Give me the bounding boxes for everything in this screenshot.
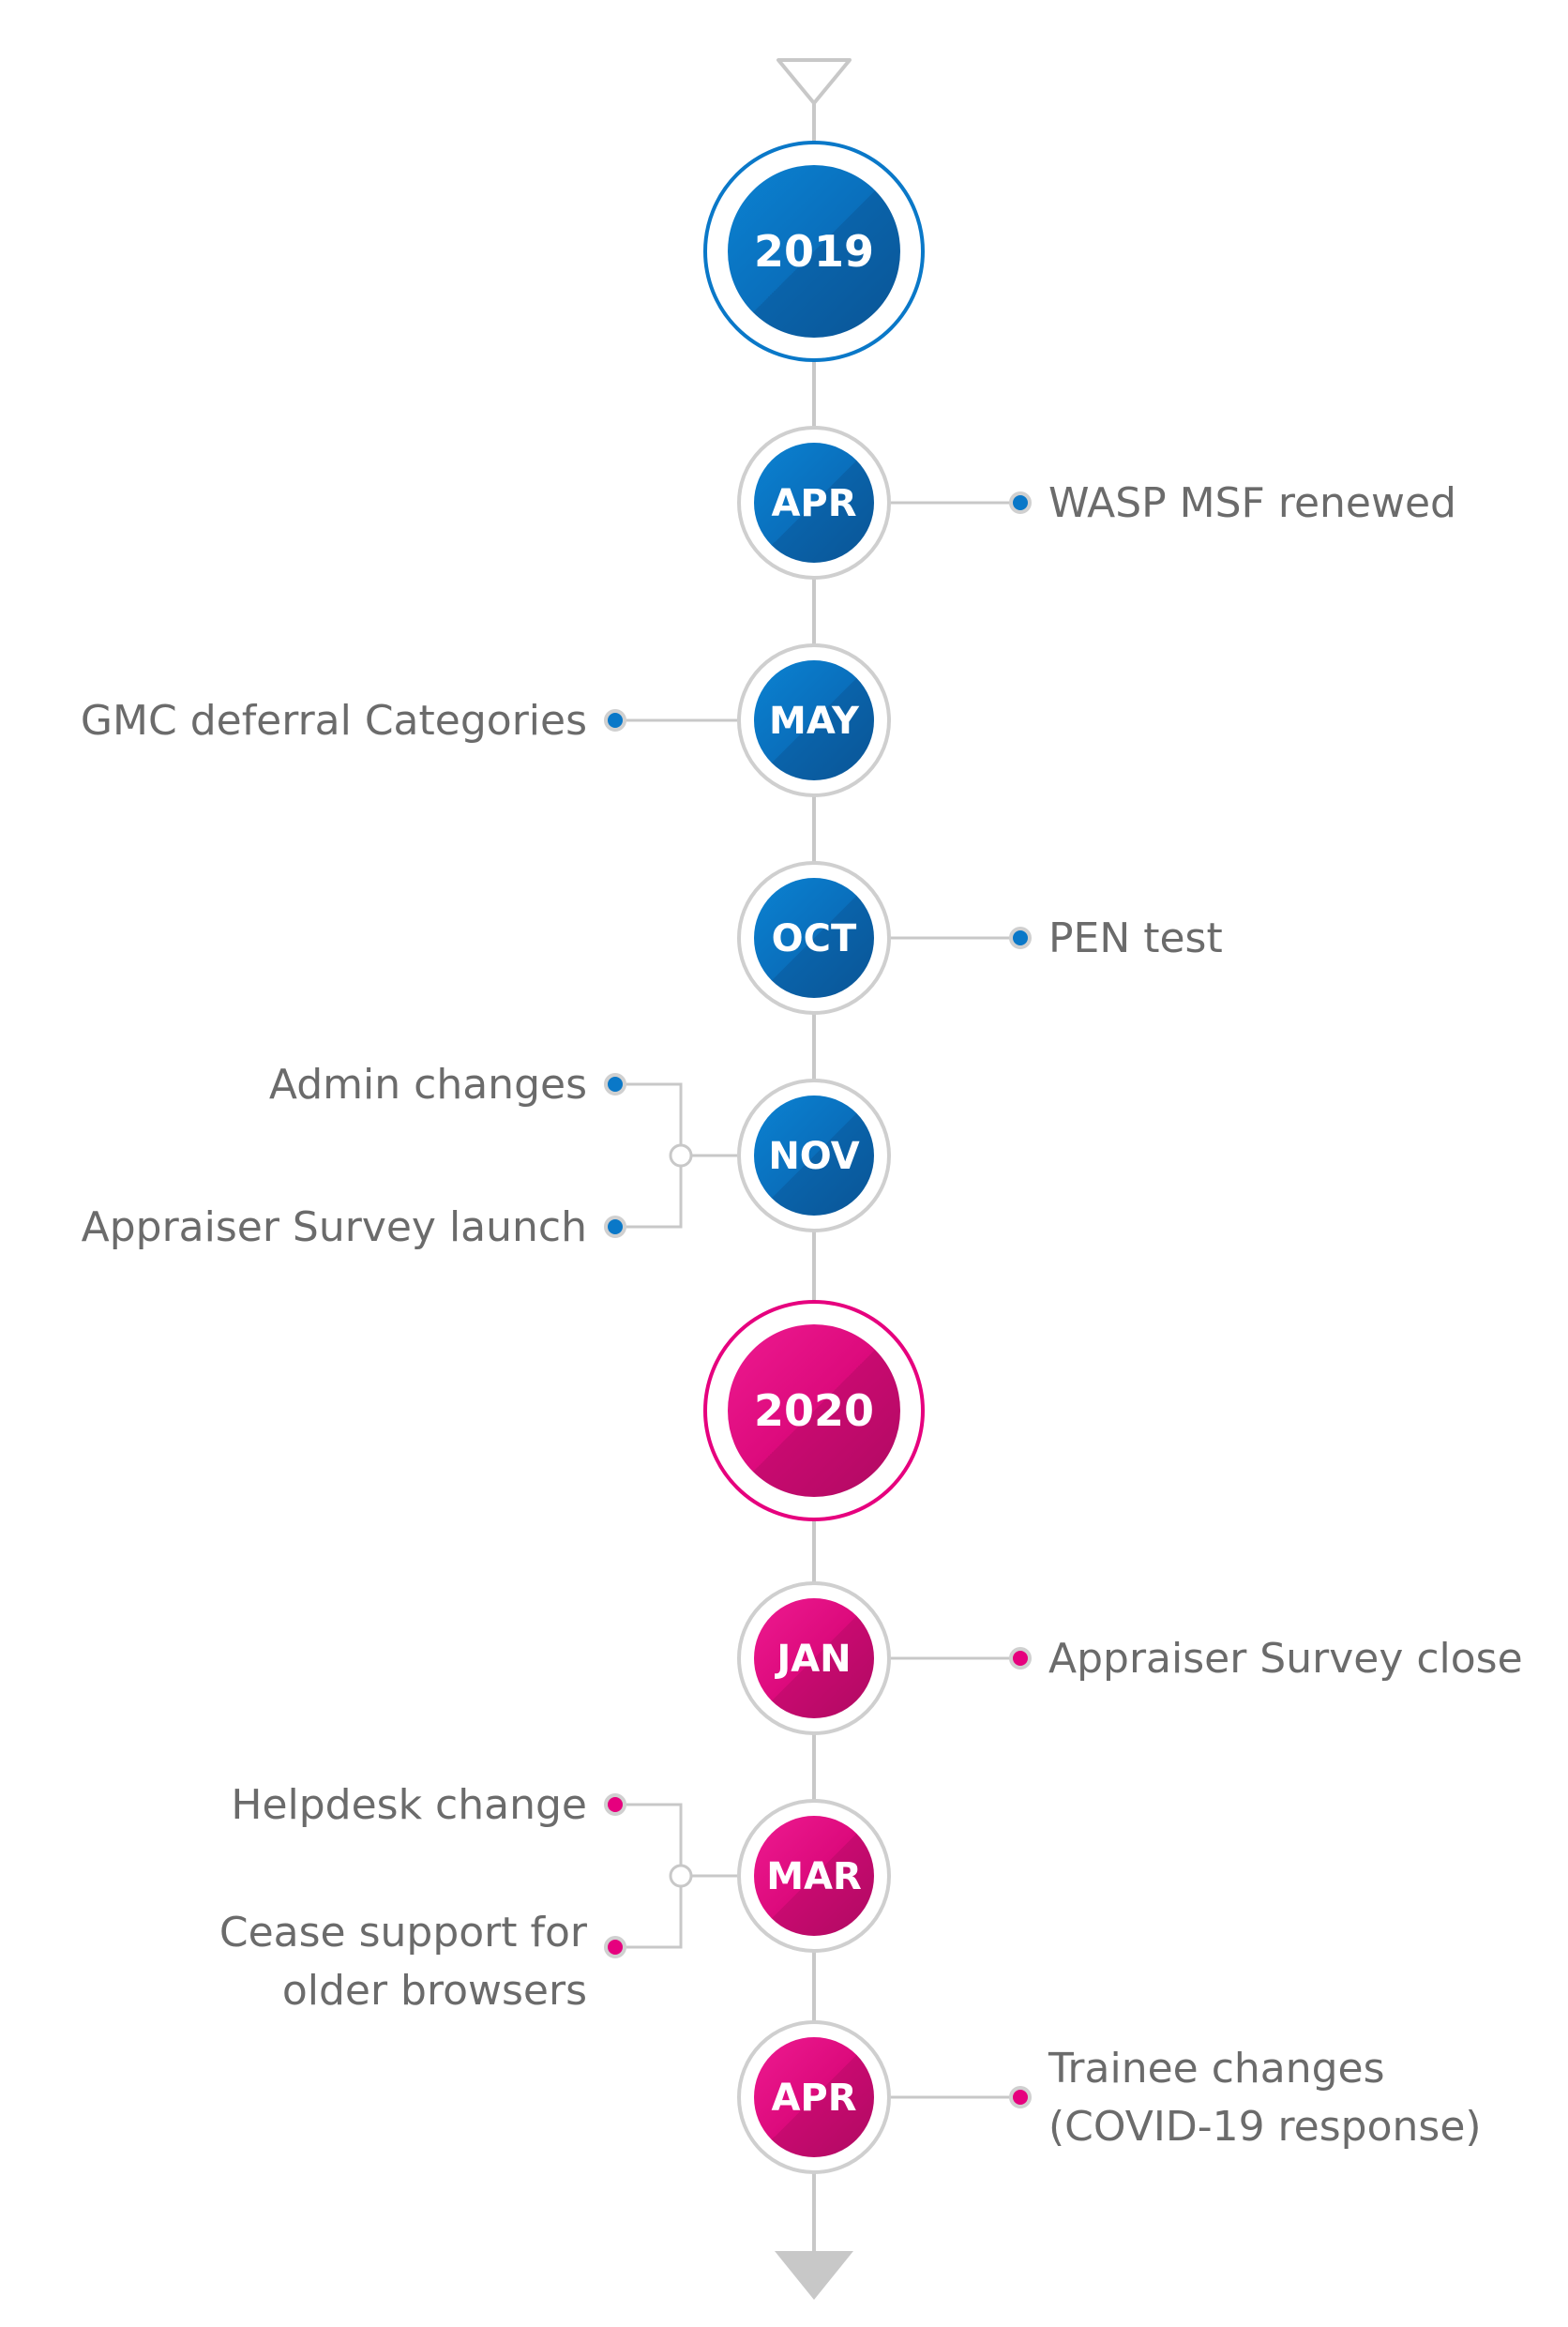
month-label: APR <box>771 482 856 525</box>
junction-dot <box>669 1143 693 1168</box>
month-disc <box>754 1816 874 1936</box>
event-label-line: Appraiser Survey close <box>1048 1635 1523 1683</box>
event-dot <box>1009 1647 1032 1670</box>
year-label: 2020 <box>754 1385 874 1436</box>
month-label: MAR <box>766 1855 862 1898</box>
junction-dot <box>669 1864 693 1888</box>
month-label: MAY <box>769 700 860 743</box>
month-disc <box>754 660 874 780</box>
month-node-oct: OCT <box>737 861 1032 1015</box>
event-dot <box>1009 491 1032 514</box>
event-label-line: PEN test <box>1048 914 1223 962</box>
event-dot <box>604 709 626 732</box>
month-label: NOV <box>768 1135 859 1178</box>
month-node-jan: JAN <box>737 1581 1032 1735</box>
month-node-may: MAY <box>604 643 891 797</box>
month-node-apr: APR <box>737 2020 1032 2174</box>
year-label: 2019 <box>754 226 874 277</box>
year-disc <box>728 1324 900 1497</box>
event-label-line: Appraiser Survey launch <box>82 1203 587 1251</box>
end-arrow-icon <box>775 2251 853 2300</box>
event-label-line: (COVID-19 response) <box>1048 2103 1482 2151</box>
year-disc <box>728 165 900 338</box>
event-dot <box>604 1793 626 1816</box>
month-label: JAN <box>774 1638 851 1681</box>
event-dot <box>1009 2086 1032 2108</box>
event-label-line: Helpdesk change <box>231 1781 587 1829</box>
event-label-line: WASP MSF renewed <box>1048 479 1456 527</box>
event-label: Helpdesk change <box>231 1781 587 1829</box>
event-label: Appraiser Survey close <box>1048 1635 1523 1683</box>
year-node-2020: 2020 <box>703 1300 925 1521</box>
month-label: OCT <box>772 917 857 960</box>
month-disc <box>754 1096 874 1216</box>
event-label: Cease support for older browsers <box>219 1909 588 2015</box>
event-label: Trainee changes (COVID-19 response) <box>1048 2045 1482 2151</box>
month-disc <box>754 1598 874 1718</box>
event-label-line: older browsers <box>282 1967 587 2015</box>
month-disc <box>754 2037 874 2157</box>
event-dot <box>604 1216 626 1238</box>
event-label-line: GMC deferral Categories <box>81 697 587 745</box>
month-label: APR <box>771 2077 856 2120</box>
event-label: Admin changes <box>269 1061 587 1109</box>
event-label-line: Trainee changes <box>1048 2045 1385 2093</box>
year-node-2019: 2019 <box>703 141 925 362</box>
month-node-apr: APR <box>737 426 1032 580</box>
event-label-line: Admin changes <box>269 1061 587 1109</box>
event-label-line: Cease support for <box>219 1909 588 1957</box>
month-node-mar: MAR <box>604 1793 891 1958</box>
month-disc <box>754 443 874 563</box>
event-dot <box>1009 927 1032 949</box>
event-label: PEN test <box>1048 914 1223 962</box>
start-arrow-icon <box>776 58 852 105</box>
month-node-nov: NOV <box>604 1073 891 1238</box>
event-dot <box>604 1073 626 1096</box>
event-label: Appraiser Survey launch <box>82 1203 587 1251</box>
event-dot <box>604 1936 626 1958</box>
month-disc <box>754 878 874 998</box>
event-label: GMC deferral Categories <box>81 697 587 745</box>
event-label: WASP MSF renewed <box>1048 479 1456 527</box>
